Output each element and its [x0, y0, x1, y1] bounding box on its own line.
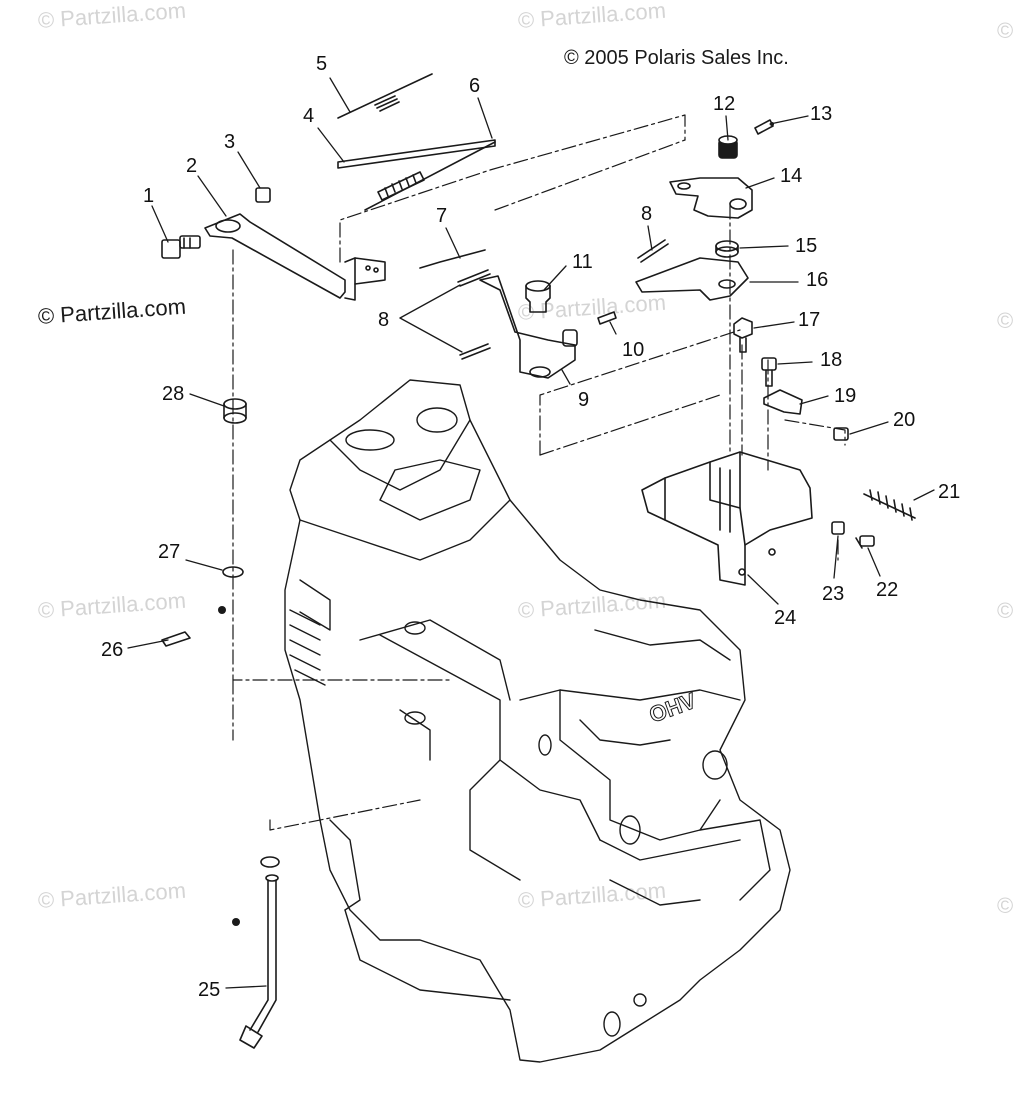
part-26-pin: [161, 631, 191, 647]
assembly-guides: [232, 114, 846, 831]
callout-25: 25: [198, 979, 221, 1001]
callout-1: 1: [143, 185, 155, 207]
leader-lines: [127, 77, 935, 989]
callout-22: 22: [876, 579, 899, 601]
callout-23: 23: [822, 583, 845, 605]
part-2-lever-bracket: [204, 213, 386, 301]
part-21-spring: [863, 489, 916, 521]
part-16-plate: [635, 257, 749, 301]
watermark-edge: ©: [997, 893, 1014, 918]
callout-12: 12: [713, 93, 736, 115]
callout-3: 3: [224, 131, 236, 153]
callout-9: 9: [578, 389, 590, 411]
callout-11: 11: [572, 251, 593, 273]
callout-8-left: 8: [378, 309, 390, 331]
callout-2: 2: [186, 155, 198, 177]
watermark-edge: ©: [997, 308, 1014, 333]
callout-24: 24: [774, 607, 797, 629]
part-4-rod: [337, 139, 496, 169]
part-13-screw: [754, 119, 774, 135]
part-14-lever-plate: [669, 177, 753, 219]
callout-27: 27: [158, 541, 181, 563]
part-17-bolt: [733, 317, 753, 353]
callout-8-right: 8: [641, 203, 653, 225]
part-7-cable: [419, 249, 486, 269]
part-15-washer: [715, 240, 739, 258]
part-22-screw: [855, 535, 875, 549]
callout-6: 6: [469, 75, 481, 97]
callout-18: 18: [820, 349, 843, 371]
callout-14: 14: [780, 165, 803, 187]
callout-21: 21: [938, 481, 961, 503]
part-9-throttle-bracket: [479, 275, 578, 379]
part-6-spring: [364, 141, 496, 211]
bullet-marker: [218, 606, 226, 614]
part-28-bushing: [223, 398, 247, 424]
watermark-edge: ©: [997, 598, 1014, 623]
part-23-nut: [831, 521, 845, 535]
callout-4: 4: [303, 105, 315, 127]
callout-5: 5: [316, 53, 328, 75]
callout-26: 26: [101, 639, 124, 661]
callout-15: 15: [795, 235, 818, 257]
part-25-dipstick-tube: [239, 856, 280, 1049]
callout-10: 10: [622, 339, 645, 361]
engine-badge-text: OHV: [646, 688, 700, 728]
arrow-tip: [770, 122, 774, 126]
bullet-marker: [232, 918, 240, 926]
copyright-notice: © 2005 Polaris Sales Inc.: [564, 47, 789, 69]
callout-7: 7: [436, 205, 448, 227]
part-1-bolt: [161, 235, 201, 259]
part-18-screw: [761, 357, 777, 387]
callout-28: 28: [162, 383, 185, 405]
watermark-edge: ©: [997, 18, 1014, 43]
engine-block: [284, 379, 791, 1063]
part-10-screw: [597, 311, 617, 325]
part-27-washer: [222, 566, 244, 578]
callout-19: 19: [834, 385, 857, 407]
part-3-clip: [255, 187, 271, 203]
callout-20: 20: [893, 409, 916, 431]
part-5-spring-rod: [337, 73, 433, 119]
callout-17: 17: [798, 309, 821, 331]
callout-16: 16: [806, 269, 829, 291]
part-24-mount-bracket: [641, 451, 813, 586]
part-11-pin: [525, 280, 551, 313]
part-20-screw: [833, 427, 849, 441]
part-19-clamp: [763, 389, 803, 415]
callout-13: 13: [810, 103, 833, 125]
